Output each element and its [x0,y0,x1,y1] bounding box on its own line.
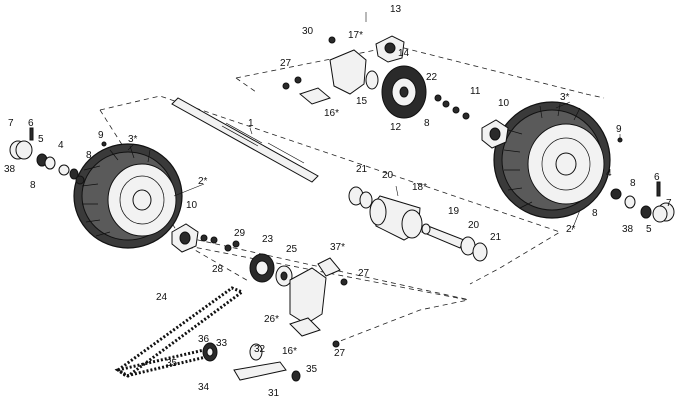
assembly-outline-sprocket [187,245,469,346]
callout-3-right: 3* [560,92,570,103]
right-rim [527,123,605,205]
callout-18: 18* [412,182,427,193]
callout-26: 26* [264,314,279,325]
callout-38-right: 38 [622,224,634,235]
callout-28: 28 [212,264,224,275]
callout-15: 15 [356,96,368,107]
bearings [348,186,488,262]
callout-10-left: 10 [186,200,198,211]
callout-5-right: 5 [646,224,652,235]
lower-guard-plate [289,257,341,337]
callout-29: 29 [234,228,246,239]
callout-23: 23 [262,234,274,245]
callout-35-right: 35 [306,364,318,375]
callout-6-right: 6 [654,172,660,183]
sprocket-hub [275,265,293,287]
callout-17: 17* [348,30,363,41]
callout-25: 25 [286,244,298,255]
callout-36: 36 [198,334,210,345]
part-number-labels: 1 2* 2* 3* 3* 4 4 5 5 6 6 7 7 8 8 8 8 8 … [4,4,672,399]
right-hub-parts [610,181,675,223]
callout-11: 11 [470,86,481,97]
callout-20-left: 20 [382,170,394,181]
callout-1: 1 [248,118,254,129]
callout-6-left: 6 [28,118,34,129]
callout-12: 12 [390,122,402,133]
callout-8-e: 8 [592,208,598,219]
callout-35-left: 35 [166,358,178,369]
callout-22: 22 [426,72,438,83]
callout-8-b: 8 [30,180,36,191]
drive-chain [114,286,246,378]
callout-20-right: 20 [468,220,480,231]
callout-14: 14 [398,48,410,59]
callout-27-bottom: 27 [334,348,346,359]
callout-30: 30 [302,26,314,37]
callout-7-right: 7 [666,198,672,209]
right-hub-flange [481,119,509,149]
callout-37: 37* [330,242,345,253]
caliper-bracket [329,49,379,95]
axle-housing [369,195,423,241]
callout-8-c: 8 [424,118,430,129]
callout-16-bottom: 16* [282,346,297,357]
callout-10-right: 10 [498,98,510,109]
callout-4-left: 4 [58,140,64,151]
callout-3-left: 3* [128,134,138,145]
callout-16-top: 16* [324,108,339,119]
callout-27-mid: 27 [358,268,370,279]
callout-21-left: 21 [356,164,368,175]
brake-guard-top [298,87,332,105]
callout-5-left: 5 [38,134,44,145]
callout-9-right: 9 [616,124,622,135]
fasteners [101,36,623,348]
callout-13: 13 [390,4,402,15]
callout-38-left: 38 [4,164,16,175]
callout-2-right: 2* [566,224,576,235]
callout-8-d: 8 [630,178,636,189]
callout-7-left: 7 [8,118,14,129]
left-rim [107,163,177,237]
callout-9-left: 9 [98,130,104,141]
rear-axle-shaft [171,97,319,183]
front-sprocket-assembly [202,342,301,382]
callout-4-right: 4 [606,168,612,179]
callout-32: 32 [254,344,266,355]
left-hub-parts [9,127,85,185]
callout-19: 19 [448,206,460,217]
drive-sprocket [249,253,275,283]
callout-31: 31 [268,388,280,399]
left-hub-flange [171,223,199,253]
callout-2-left: 2* [198,176,208,187]
callout-33: 33 [216,338,228,349]
brake-disc [381,65,427,119]
brake-caliper [375,35,405,63]
callout-34: 34 [198,382,210,393]
spacer-tube [421,223,465,249]
callout-24: 24 [156,292,168,303]
callout-27-top: 27 [280,58,292,69]
leader-lines [127,12,621,231]
callout-21-right: 21 [490,232,502,243]
callout-8-a: 8 [86,150,92,161]
